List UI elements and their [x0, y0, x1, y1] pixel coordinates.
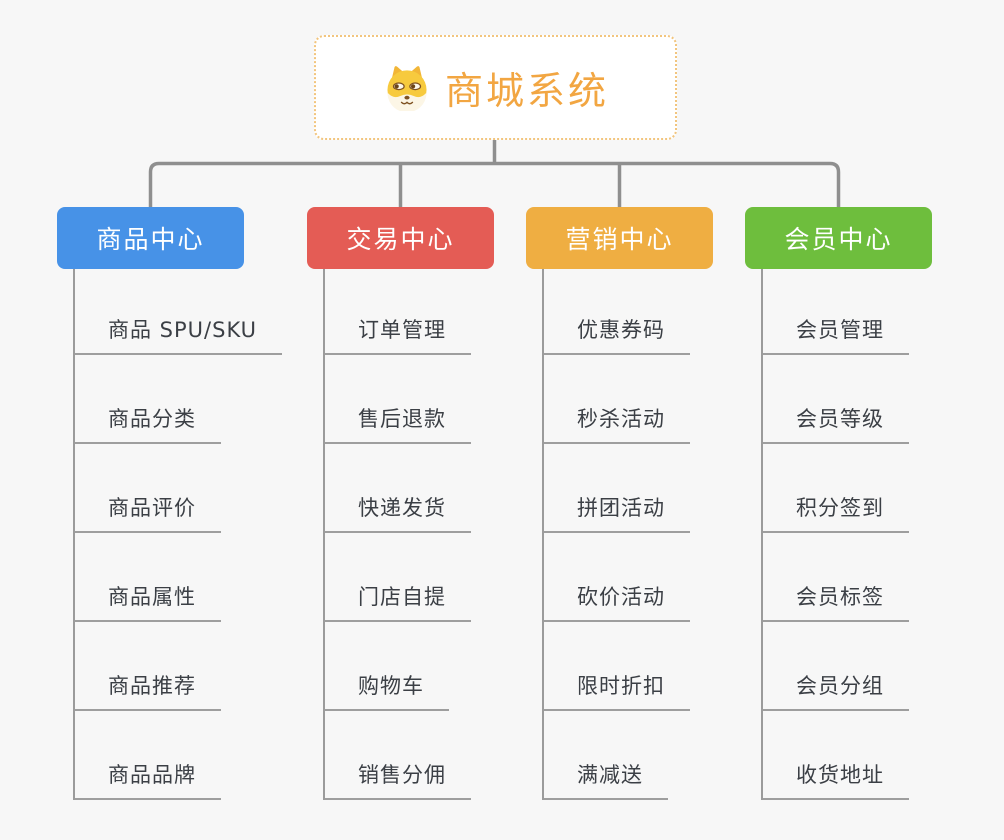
branch-leaves: 优惠券码 秒杀活动 拼团活动 砍价活动 限时折扣 满减送	[542, 269, 690, 800]
leaf-node[interactable]: 商品推荐	[75, 670, 221, 711]
leaf-slot: 销售分佣	[325, 711, 471, 800]
branch-label: 商品中心	[96, 225, 205, 254]
branch-header-3[interactable]: 营销中心	[526, 207, 713, 269]
leaf-node[interactable]: 秒杀活动	[544, 403, 690, 444]
leaf-node[interactable]: 商品品牌	[75, 759, 221, 800]
branch-leaves: 订单管理 售后退款 快递发货 门店自提 购物车 销售分佣	[323, 269, 471, 800]
leaf-node[interactable]: 商品属性	[75, 581, 221, 622]
leaf-slot: 购物车	[325, 622, 471, 711]
leaf-slot: 优惠券码	[544, 269, 690, 355]
leaf-slot: 满减送	[544, 711, 690, 800]
root-title: 商城系统	[444, 69, 609, 113]
branch-leaves: 商品 SPU/SKU 商品分类 商品评价 商品属性 商品推荐 商品品牌	[73, 269, 283, 800]
leaf-slot: 秒杀活动	[544, 355, 690, 444]
leaf-node[interactable]: 商品分类	[75, 403, 221, 444]
leaf-slot: 订单管理	[325, 269, 471, 355]
branch-column: 商品中心 商品 SPU/SKU 商品分类 商品评价 商品属性 商品推荐 商品品牌	[57, 207, 283, 800]
branch-header-1[interactable]: 商品中心	[57, 207, 244, 269]
branch-column: 营销中心 优惠券码 秒杀活动 拼团活动 砍价活动 限时折扣 满减送	[526, 207, 713, 800]
leaf-slot: 商品品牌	[75, 711, 282, 800]
leaf-slot: 收货地址	[763, 711, 909, 800]
branch-header-2[interactable]: 交易中心	[307, 207, 494, 269]
leaf-node[interactable]: 订单管理	[325, 314, 471, 355]
branch-leaves: 会员管理 会员等级 积分签到 会员标签 会员分组 收货地址	[761, 269, 909, 800]
leaf-slot: 门店自提	[325, 533, 471, 622]
branch-header-4[interactable]: 会员中心	[745, 207, 932, 269]
leaf-node[interactable]: 优惠券码	[544, 314, 690, 355]
branch-label: 会员中心	[784, 225, 893, 254]
leaf-slot: 商品属性	[75, 533, 282, 622]
leaf-slot: 会员分组	[763, 622, 909, 711]
branch-label: 营销中心	[565, 225, 674, 254]
leaf-slot: 会员标签	[763, 533, 909, 622]
leaf-node[interactable]: 销售分佣	[325, 759, 471, 800]
root-node[interactable]: 商城系统	[314, 35, 677, 140]
leaf-slot: 商品评价	[75, 444, 282, 533]
leaf-node[interactable]: 会员管理	[763, 314, 909, 355]
leaf-slot: 砍价活动	[544, 533, 690, 622]
leaf-node[interactable]: 商品评价	[75, 492, 221, 533]
leaf-slot: 商品推荐	[75, 622, 282, 711]
leaf-slot: 售后退款	[325, 355, 471, 444]
leaf-node[interactable]: 砍价活动	[544, 581, 690, 622]
leaf-node[interactable]: 会员分组	[763, 670, 909, 711]
doge-icon	[382, 64, 432, 111]
leaf-node[interactable]: 会员标签	[763, 581, 909, 622]
leaf-node[interactable]: 商品 SPU/SKU	[75, 314, 283, 355]
leaf-node[interactable]: 积分签到	[763, 492, 909, 533]
leaf-node[interactable]: 售后退款	[325, 403, 471, 444]
branch-column: 交易中心 订单管理 售后退款 快递发货 门店自提 购物车 销售分佣	[307, 207, 494, 800]
leaf-node[interactable]: 购物车	[325, 670, 449, 711]
branch-label: 交易中心	[346, 225, 455, 254]
leaf-slot: 积分签到	[763, 444, 909, 533]
leaf-slot: 商品分类	[75, 355, 282, 444]
leaf-node[interactable]: 会员等级	[763, 403, 909, 444]
leaf-slot: 会员等级	[763, 355, 909, 444]
leaf-slot: 限时折扣	[544, 622, 690, 711]
leaf-slot: 会员管理	[763, 269, 909, 355]
leaf-node[interactable]: 拼团活动	[544, 492, 690, 533]
branch-rail-line	[148, 161, 841, 207]
leaf-node[interactable]: 门店自提	[325, 581, 471, 622]
leaf-slot: 拼团活动	[544, 444, 690, 533]
leaf-node[interactable]: 满减送	[544, 759, 668, 800]
leaf-node[interactable]: 收货地址	[763, 759, 909, 800]
leaf-node[interactable]: 快递发货	[325, 492, 471, 533]
leaf-slot: 商品 SPU/SKU	[75, 269, 283, 355]
leaf-node[interactable]: 限时折扣	[544, 670, 690, 711]
leaf-slot: 快递发货	[325, 444, 471, 533]
branch-column: 会员中心 会员管理 会员等级 积分签到 会员标签 会员分组 收货地址	[745, 207, 932, 800]
